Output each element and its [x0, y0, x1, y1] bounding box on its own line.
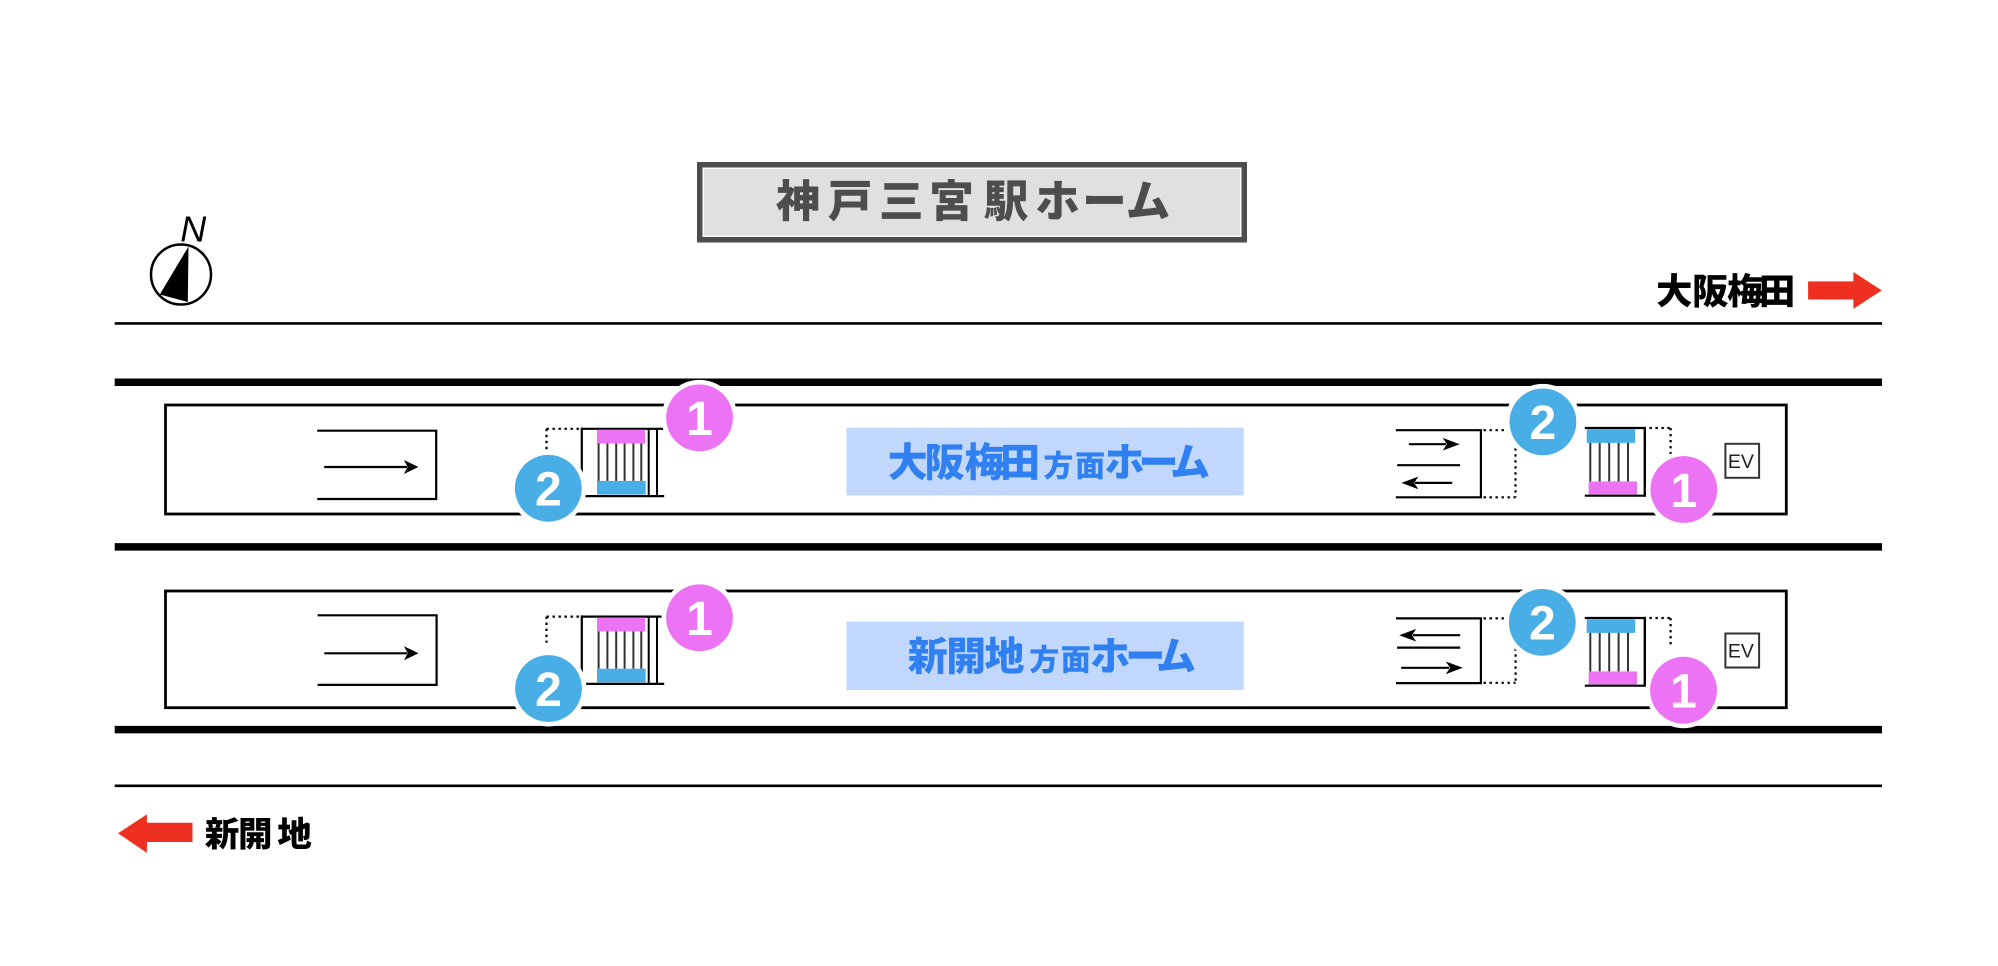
svg-text:N: N — [180, 209, 207, 250]
